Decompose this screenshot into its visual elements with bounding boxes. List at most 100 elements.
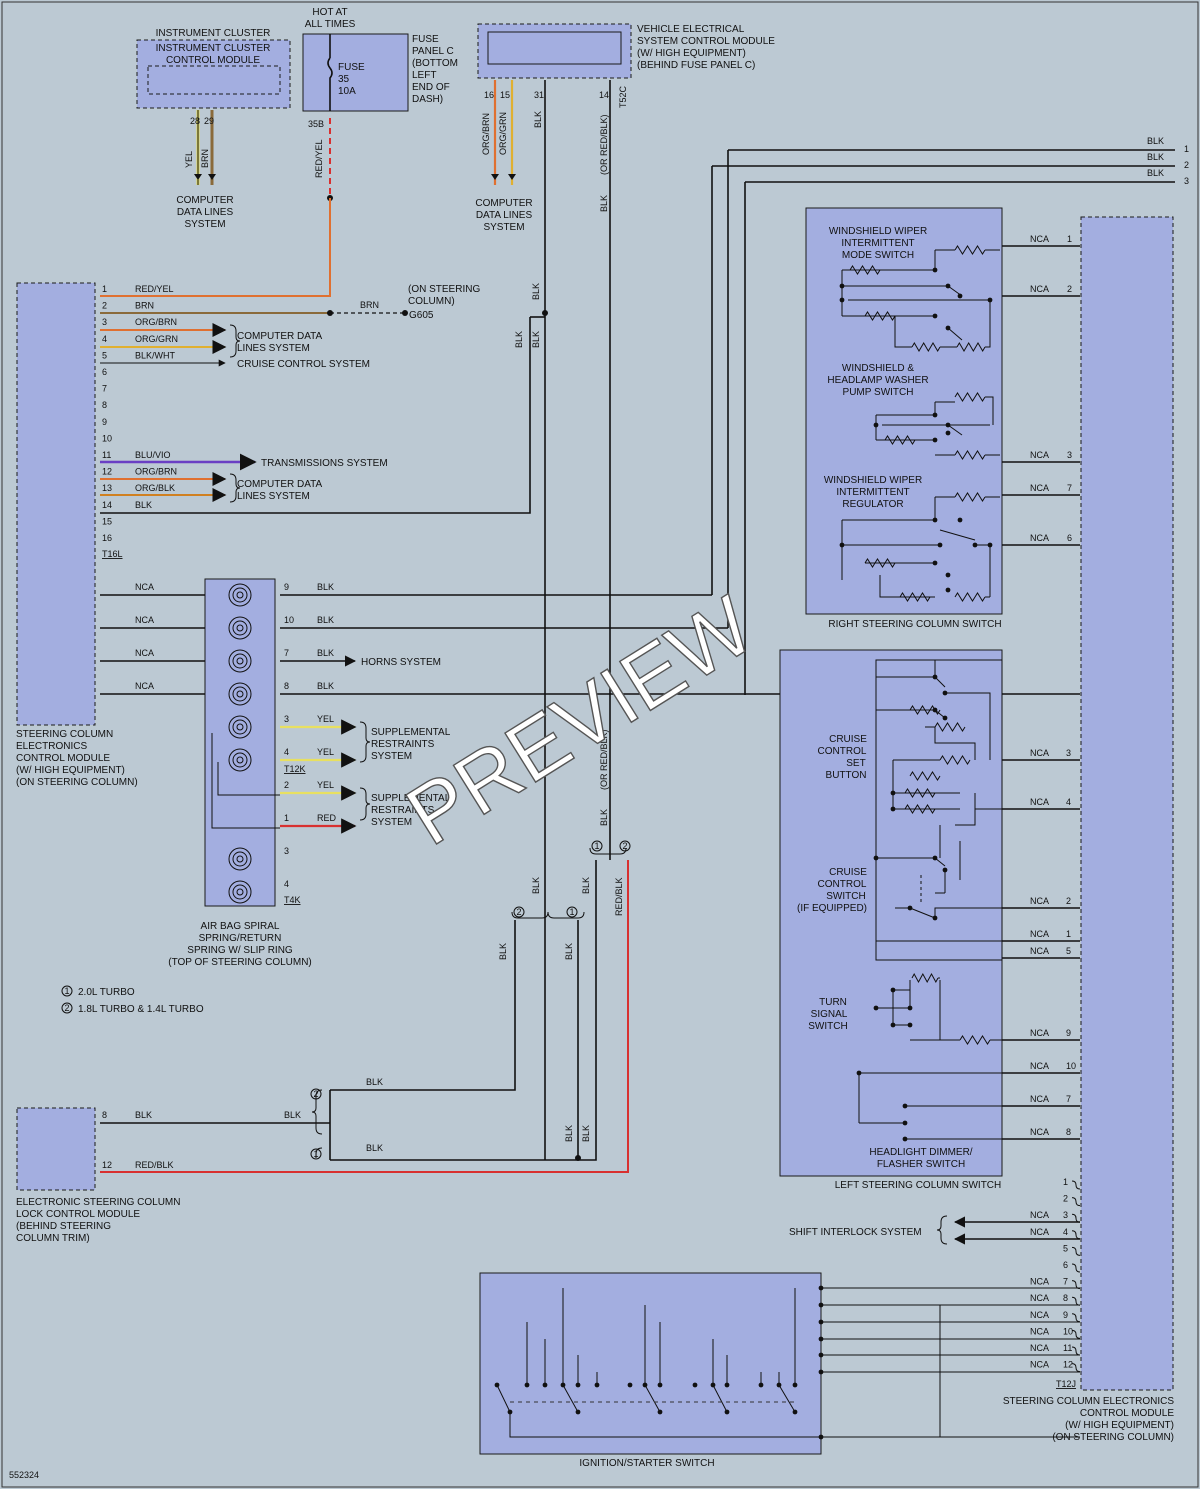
sccm-left-module: STEERING COLUMN ELECTRONICS CONTROL MODU…	[16, 282, 138, 788]
right-steering-column-switch: WINDSHIELD WIPER INTERMITTENT MODE SWITC…	[805, 207, 1003, 630]
srs-label: SYSTEM	[371, 817, 412, 828]
sccm-right-label: (W/ HIGH EQUIPMENT)	[1065, 1420, 1174, 1431]
sccm-right-label: STEERING COLUMN ELECTRONICS	[1003, 1396, 1174, 1407]
fuse-panel: FUSE 35 10A	[302, 33, 409, 112]
escl-label: LOCK CONTROL MODULE	[16, 1209, 140, 1220]
t16l-pin: 4	[102, 334, 107, 344]
wire-label: BLK	[366, 1143, 383, 1153]
nca-label: NCA	[1030, 284, 1049, 294]
rscs-pin: 3	[1067, 450, 1072, 460]
lscs-pin: 7	[1066, 1094, 1071, 1104]
spiral-wire-label: YEL	[317, 780, 334, 790]
t12j-pin: 6	[1063, 1260, 1068, 1270]
spiral-coil-icon	[228, 880, 252, 904]
nca-label: NCA	[1030, 1061, 1049, 1071]
wire-label: (OR RED/BLK)	[599, 114, 609, 175]
wire-label: RED/BLK	[614, 877, 624, 916]
lscs-pin: 5	[1066, 946, 1071, 956]
escl-wire-label: BLK	[284, 1110, 301, 1120]
spiral-coil-icon	[228, 682, 252, 706]
spiral-wire-label: BLK	[317, 681, 334, 691]
escl-label: ELECTRONIC STEERING COLUMN	[16, 1197, 180, 1208]
instrument-label-3: CONTROL MODULE	[166, 55, 260, 66]
nca-label: NCA	[1030, 533, 1049, 543]
nca-label: NCA	[1030, 450, 1049, 460]
fuse-panel-label: PANEL C	[412, 46, 454, 57]
wire-label: BLK	[514, 331, 524, 348]
t16l-pin: 7	[102, 384, 107, 394]
spiral-coil-icon	[228, 649, 252, 673]
wire-label: BLK	[531, 283, 541, 300]
instrument-cluster-module: INSTRUMENT CLUSTER INSTRUMENT CLUSTER CO…	[136, 28, 291, 109]
airbag-spiral-spring: AIR BAG SPIRAL SPRING/RETURN SPRING W/ S…	[168, 578, 312, 968]
nca-label: NCA	[135, 582, 154, 592]
right-switch-internals	[839, 245, 1000, 602]
nca-label: NCA	[1030, 1360, 1049, 1370]
cruise-control-label: CRUISE CONTROL SYSTEM	[237, 359, 370, 370]
conn-t12j: T12J	[1056, 1379, 1076, 1389]
hot-at-label-2: ALL TIMES	[305, 19, 356, 30]
splice-mark: 2	[622, 841, 627, 851]
wire-label: BLK	[531, 331, 541, 348]
srs-label: RESTRAINTS	[371, 739, 435, 750]
spiral-pin: 7	[284, 648, 289, 658]
nca-label: NCA	[1030, 483, 1049, 493]
fuse-panel-label: FUSE	[412, 34, 439, 45]
splice-mark: 2	[313, 1089, 318, 1099]
t16l-wire-label: ORG/GRN	[135, 334, 178, 344]
wires-blk-right-edge	[712, 149, 1175, 183]
cdl-label: COMPUTER DATA	[237, 479, 323, 490]
splice-mark: 2	[516, 907, 521, 917]
headlight-label: FLASHER SWITCH	[877, 1159, 965, 1170]
cdl-label: LINES SYSTEM	[237, 343, 310, 354]
regulator-label: WINDSHIELD WIPER	[824, 475, 922, 486]
wire-label: BLK	[533, 111, 543, 128]
conn-t12k: T12K	[284, 764, 306, 774]
wire-red-yel	[100, 198, 331, 297]
airbag-label: AIR BAG SPIRAL	[201, 921, 280, 932]
t16l-wire-label: RED/YEL	[135, 284, 174, 294]
washer-label: PUMP SWITCH	[843, 387, 914, 398]
escl-label: COLUMN TRIM)	[16, 1233, 90, 1244]
t16l-pin: 2	[102, 301, 107, 311]
cdl-label: SYSTEM	[184, 219, 225, 230]
t12j-pin: 10	[1063, 1326, 1073, 1336]
nca-label: NCA	[1030, 748, 1049, 758]
nca-label: NCA	[1030, 1343, 1049, 1353]
cdl-label: DATA LINES	[476, 210, 533, 221]
t16l-pin: 1	[102, 284, 107, 294]
fuse-panel-label: (BOTTOM	[412, 58, 458, 69]
nca-label: NCA	[1030, 1028, 1049, 1038]
wire-label: BLK	[564, 943, 574, 960]
cruise-set-label: BUTTON	[826, 770, 867, 781]
nca-label: NCA	[1030, 946, 1049, 956]
t12j-pin: 7	[1063, 1277, 1068, 1287]
airbag-label: SPRING W/ SLIP RING	[187, 945, 293, 956]
t16l-wire-label: ORG/BLK	[135, 483, 175, 493]
edge-num: 2	[1184, 160, 1189, 170]
escl-wire-label: BLK	[135, 1110, 152, 1120]
sccm-left-label: (W/ HIGH EQUIPMENT)	[16, 765, 125, 776]
t12j-pin: 1	[1063, 1177, 1068, 1187]
t16l-wire-label: BLU/VIO	[135, 450, 171, 460]
wiper-mode-label: WINDSHIELD WIPER	[829, 226, 927, 237]
spiral-pin: 1	[284, 813, 289, 823]
t12j-pin: 9	[1063, 1310, 1068, 1320]
legend-mark: 1	[64, 986, 69, 996]
cdl-label: COMPUTER DATA	[237, 331, 323, 342]
nca-label: NCA	[1030, 896, 1049, 906]
wire-blk-escl	[330, 860, 597, 1161]
pin-16: 16	[484, 90, 494, 100]
t16l-wire-label: BLK	[135, 500, 152, 510]
cruise-switch-label: SWITCH	[826, 891, 865, 902]
wire-label-red-yel: RED/YEL	[314, 139, 324, 178]
wire-label: BLK	[1147, 152, 1164, 162]
wire-label: BLK	[1147, 136, 1164, 146]
cruise-set-label: CONTROL	[818, 746, 867, 757]
lscs-pin: 3	[1066, 748, 1071, 758]
lscs-pin: 8	[1066, 1127, 1071, 1137]
ignition-starter-switch: IGNITION/STARTER SWITCH	[479, 1272, 822, 1469]
spiral-pin: 3	[284, 846, 289, 856]
legend-text: 2.0L TURBO	[78, 987, 135, 998]
